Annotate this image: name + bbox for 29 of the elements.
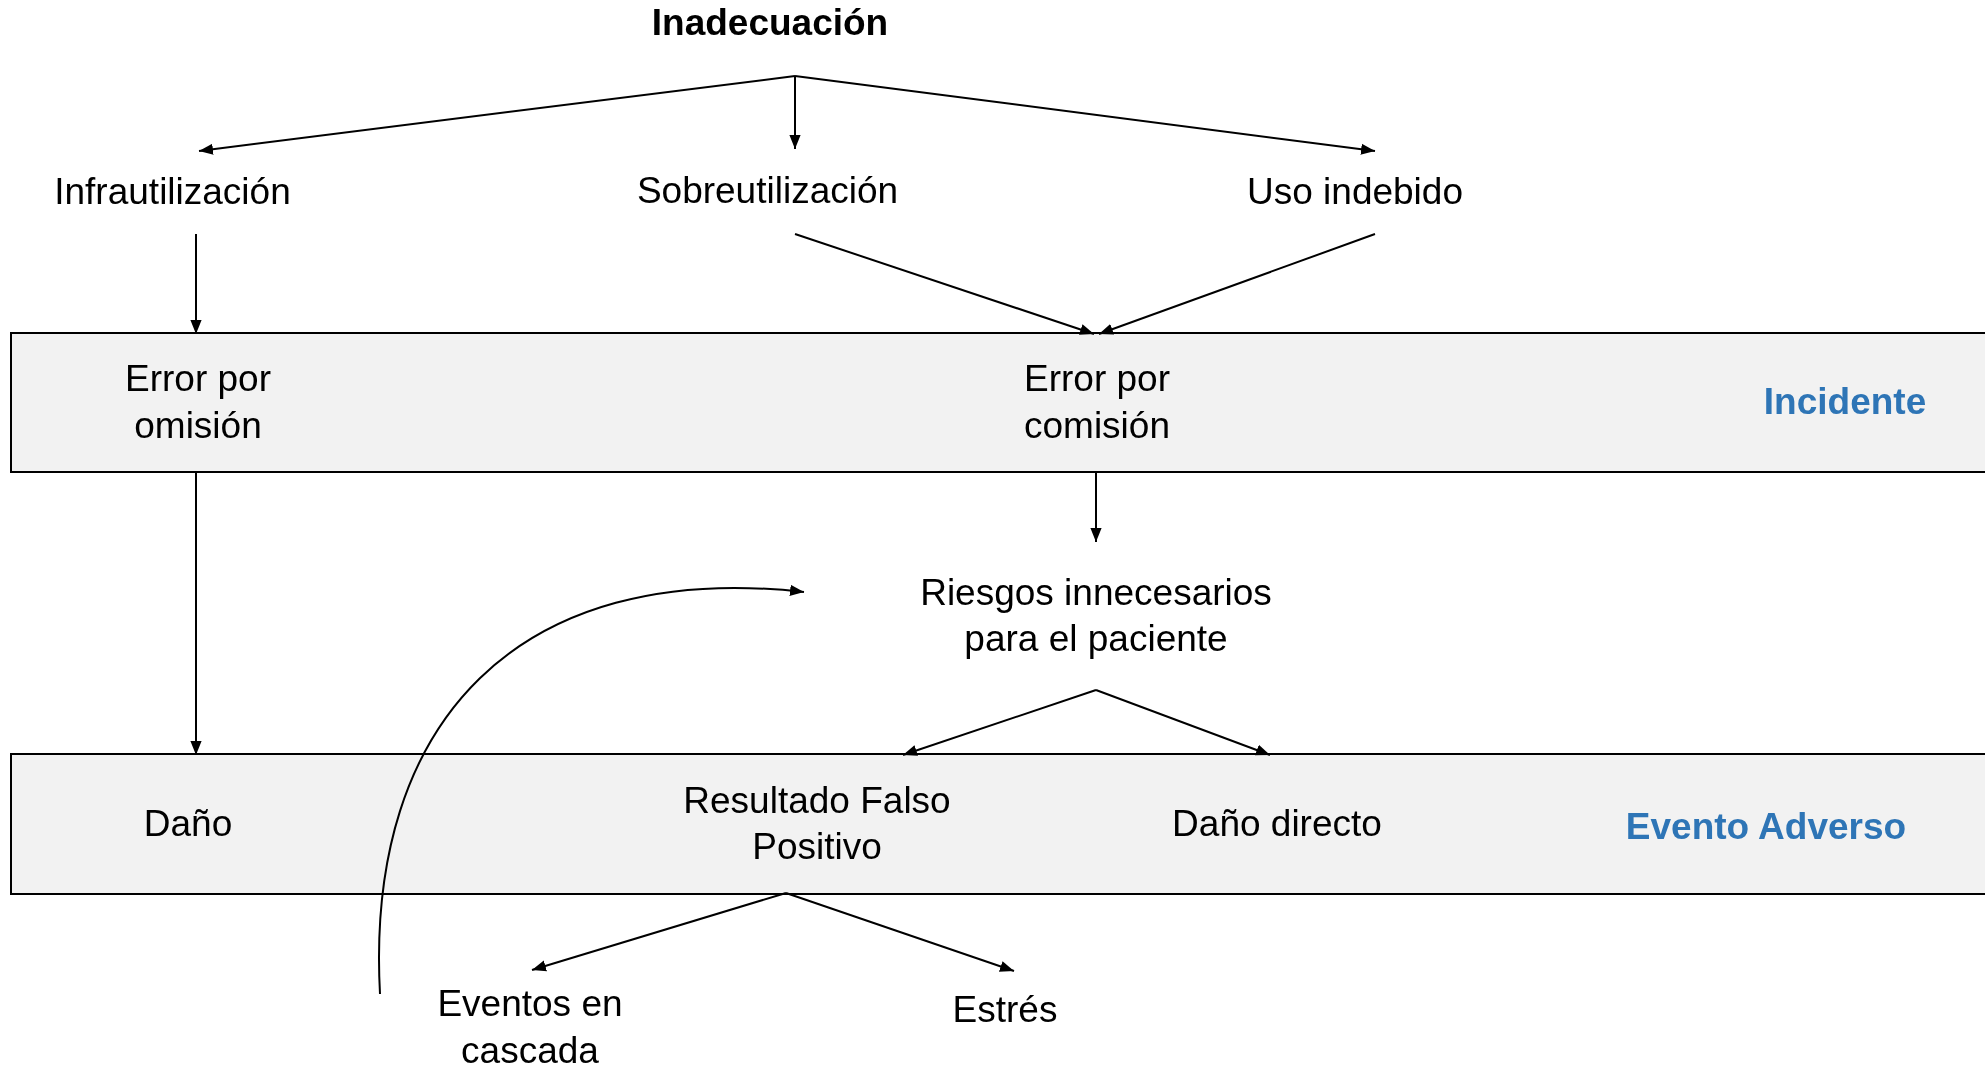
arrow [190,470,202,756]
arrow [1090,470,1102,543]
arrow [789,75,801,150]
node-label: Estrés [952,988,1058,1033]
band-label: Incidente [1763,381,1927,423]
node-label: Resultado Falso Positivo [682,778,952,869]
arrow [531,892,787,972]
curved-arrow [378,585,805,995]
arrow [198,75,796,155]
node-label: Error por comisión [1023,357,1171,448]
arrow [190,233,202,335]
band-background [10,753,1985,895]
node-label: Uso indebido [1247,170,1463,215]
node-label: Riesgos innecesarios para el paciente [919,570,1273,661]
arrow [1095,689,1271,756]
heading-label: Inadecuación [651,1,889,45]
arrow [1098,233,1376,335]
band-background [10,332,1985,473]
arrow [785,892,1015,972]
arrow [902,689,1097,756]
node-label: Sobreutilización [636,169,899,214]
node-label: Daño directo [1172,801,1382,846]
node-label: Eventos en cascada [436,982,624,1073]
arrow [794,233,1095,335]
node-label: Infrautilización [54,170,291,215]
band-label: Evento Adverso [1625,806,1907,848]
node-label: Daño [143,801,233,846]
arrow [794,75,1376,155]
node-label: Error por omisión [124,357,272,448]
